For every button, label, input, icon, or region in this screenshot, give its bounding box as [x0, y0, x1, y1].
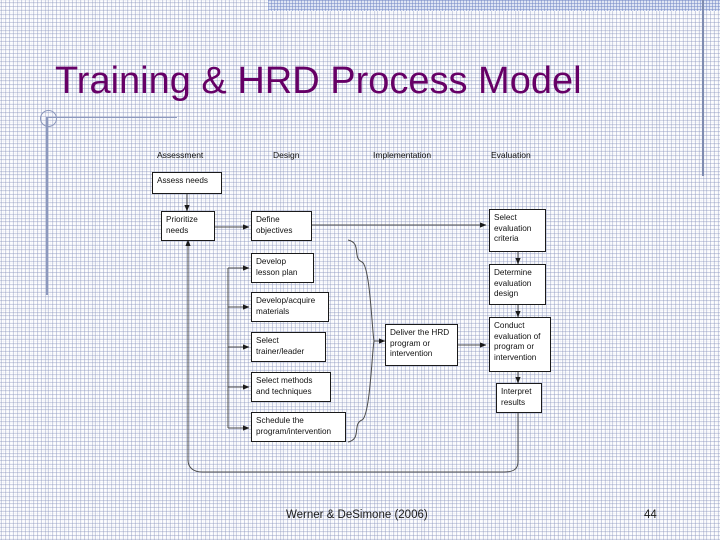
- node-select-methods[interactable]: Select methods and techniques: [251, 372, 331, 402]
- page-title: Training & HRD Process Model: [55, 60, 582, 102]
- node-select-criteria[interactable]: Select evaluation criteria: [489, 209, 546, 252]
- right-vertical-rule: [702, 0, 704, 176]
- phase-label-implementation: Implementation: [373, 150, 432, 160]
- node-develop-materials[interactable]: Develop/acquire materials: [251, 292, 329, 322]
- phase-label-evaluation: Evaluation: [491, 150, 531, 160]
- footer-citation: Werner & DeSimone (2006): [286, 509, 428, 521]
- node-interpret-results[interactable]: Interpret results: [496, 383, 542, 413]
- phase-label-design: Design: [273, 150, 300, 160]
- node-conduct-evaluation[interactable]: Conduct evaluation of program or interve…: [489, 317, 551, 372]
- top-decorative-band: [268, 0, 720, 11]
- left-vertical-rule: [46, 117, 48, 295]
- phase-label-assessment: Assessment: [157, 150, 204, 160]
- node-develop-lesson-plan[interactable]: Develop lesson plan: [251, 253, 314, 283]
- title-underline-rule: [46, 117, 177, 118]
- node-schedule-program[interactable]: Schedule the program/intervention: [251, 412, 346, 442]
- node-select-trainer[interactable]: Select trainer/leader: [251, 332, 326, 362]
- node-assess-needs[interactable]: Assess needs: [152, 172, 222, 194]
- node-prioritize-needs[interactable]: Prioritize needs: [161, 211, 215, 241]
- node-define-objectives[interactable]: Define objectives: [251, 211, 312, 241]
- bullet-circle-icon: [40, 110, 57, 127]
- node-determine-design[interactable]: Determine evaluation design: [489, 264, 546, 305]
- footer-page-number: 44: [644, 509, 657, 521]
- node-deliver-program[interactable]: Deliver the HRD program or intervention: [385, 324, 458, 366]
